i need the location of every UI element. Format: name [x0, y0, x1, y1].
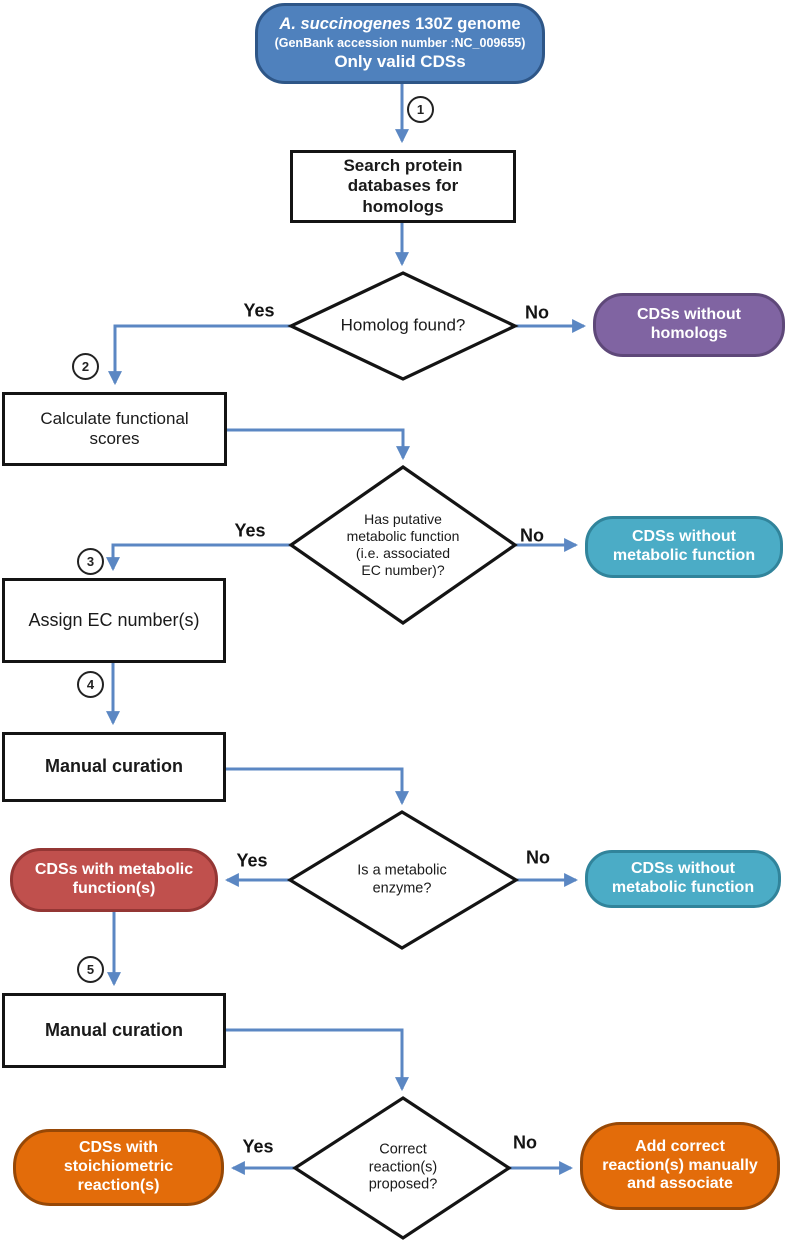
terminal-cds-with-metabolic: CDSs with metabolic function(s): [10, 848, 218, 912]
decision-homolog-found-label: Homolog found?: [340, 315, 466, 335]
decision-putative-function-shape: [288, 465, 518, 625]
decision-correct-reaction-label: Correct reaction(s) proposed?: [368, 1141, 438, 1193]
terminal-cds-without-metabolic-2: CDSs without metabolic function: [585, 850, 781, 908]
decision-correct-reaction-shape: [292, 1096, 512, 1240]
terminal-cds-stoichiometric: CDSs with stoichiometric reaction(s): [13, 1129, 224, 1206]
branch-no-d1: No: [525, 302, 549, 323]
branch-no-d2: No: [520, 525, 544, 546]
arrow-manual1-to-d3: [226, 767, 409, 806]
arrow-manual2-to-d4: [226, 1028, 409, 1092]
branch-yes-d2: Yes: [234, 520, 266, 541]
process-assign-ec: Assign EC number(s): [2, 578, 226, 663]
genbank-accession: (GenBank accession number :NC_009655): [274, 35, 526, 50]
branch-yes-d1: Yes: [243, 300, 275, 321]
decision-homolog-found-shape: [287, 271, 519, 381]
terminal-cds-without-metabolic-1: CDSs without metabolic function: [585, 516, 783, 578]
process-search-databases: Search protein databases for homologs: [290, 150, 516, 223]
step-number-5: 5: [77, 956, 104, 983]
decision-metabolic-enzyme-label: Is a metabolic enzyme?: [357, 862, 447, 896]
branch-yes-d4: Yes: [242, 1136, 274, 1157]
decision-putative-function-label: Has putative metabolic function (i.e. as…: [346, 510, 460, 579]
terminal-cds-without-homologs: CDSs without homologs: [593, 293, 785, 357]
only-valid-cds: Only valid CDSs: [334, 51, 466, 71]
step-number-2: 2: [72, 353, 99, 380]
start-line1-rest: 130Z genome: [410, 15, 521, 34]
decision-metabolic-enzyme-shape: [286, 810, 520, 950]
arrow-group: [106, 83, 587, 1175]
process-calculate-scores: Calculate functional scores: [2, 392, 227, 466]
arrow-d1-yes-to-calculate: [108, 324, 291, 386]
step-number-4: 4: [77, 671, 104, 698]
species-name: A. succinogenes: [279, 15, 411, 34]
start-line1: A. succinogenes 130Z genome: [279, 15, 520, 34]
arrow-d2-yes-to-assign: [106, 543, 291, 572]
step-number-1: 1: [407, 96, 434, 123]
branch-no-d3: No: [526, 847, 550, 868]
diamond-group: [286, 271, 520, 1240]
process-manual-curation-2: Manual curation: [2, 993, 226, 1068]
branch-no-d4: No: [513, 1132, 537, 1153]
arrow-calculate-to-d2: [227, 428, 410, 461]
terminal-add-correct-reaction: Add correct reaction(s) manually and ass…: [580, 1122, 780, 1210]
process-manual-curation-1: Manual curation: [2, 732, 226, 802]
start-terminal-genome: A. succinogenes 130Z genome (GenBank acc…: [255, 3, 545, 84]
branch-yes-d3: Yes: [236, 850, 268, 871]
step-number-3: 3: [77, 548, 104, 575]
